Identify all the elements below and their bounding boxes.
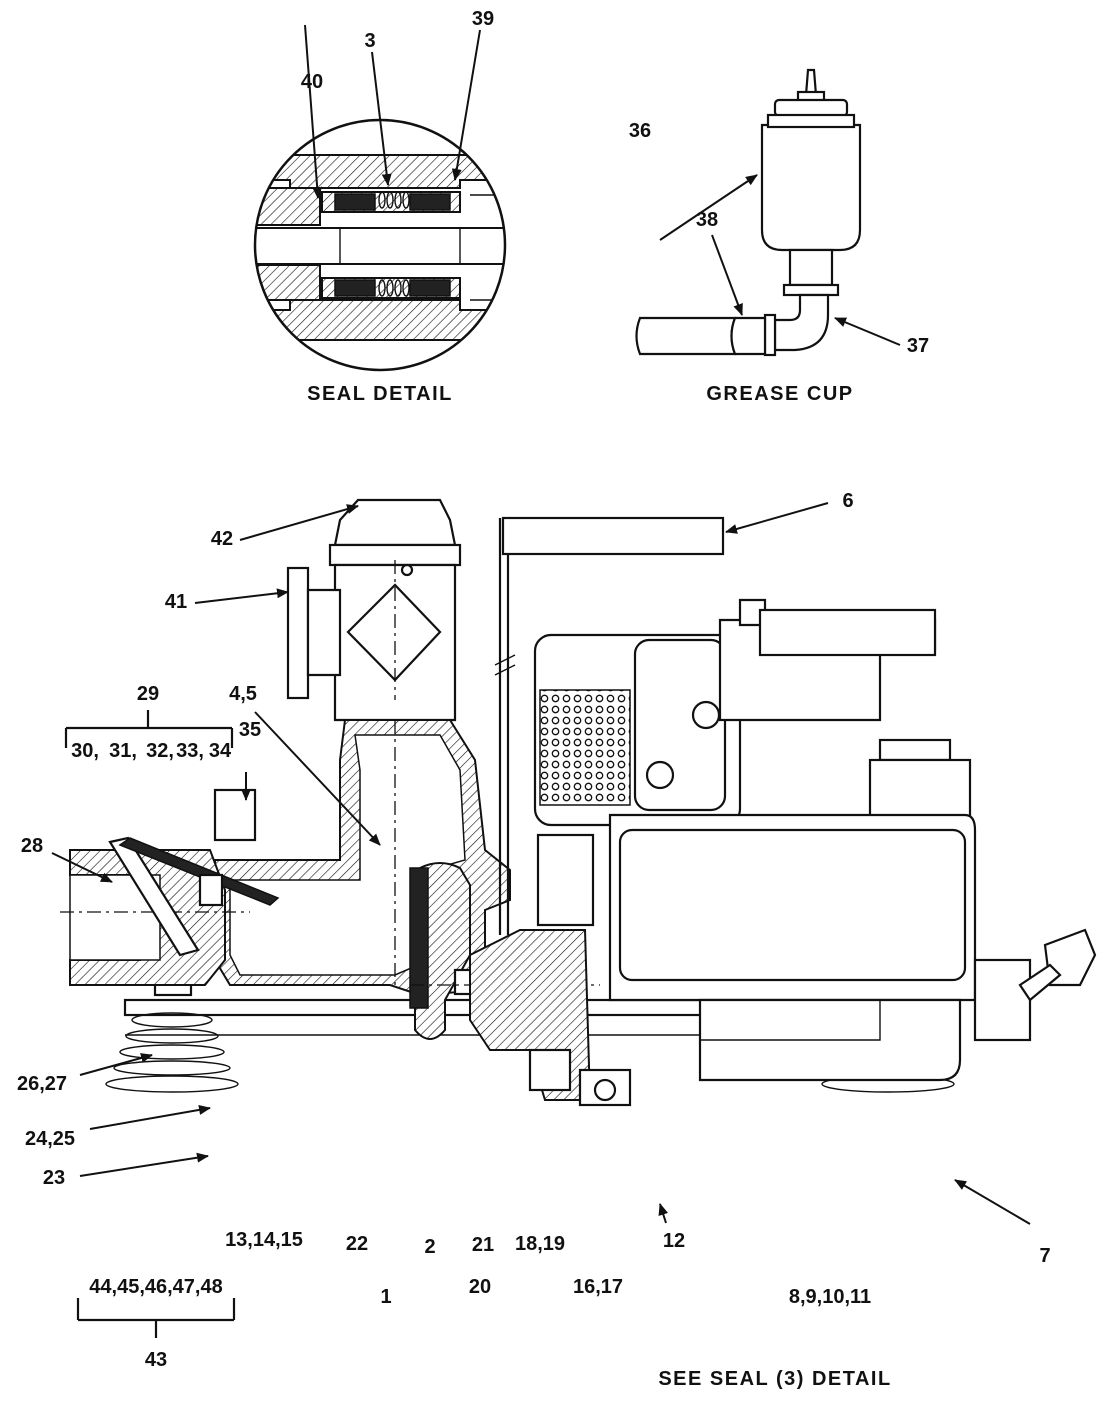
callout-16-17: 16,17 <box>573 1276 623 1298</box>
grease-cup-view <box>635 68 901 357</box>
callout-3: 3 <box>364 30 375 52</box>
callout-21: 21 <box>472 1234 494 1256</box>
callout-44-48: 44,45,46,47,48 <box>89 1276 222 1298</box>
callout-bracket-43 <box>76 1298 236 1338</box>
callout-23: 23 <box>43 1167 65 1189</box>
callout-24-25: 24,25 <box>25 1128 75 1150</box>
grease-cup-caption: GREASE CUP <box>706 383 853 405</box>
main-assembly-view <box>51 498 1097 1225</box>
callout-29: 29 <box>137 683 159 705</box>
seal-detail-caption: SEAL DETAIL <box>307 383 453 405</box>
callout-18-19: 18,19 <box>515 1233 565 1255</box>
callout-22: 22 <box>346 1233 368 1255</box>
see-seal-detail-caption: SEE SEAL (3) DETAIL <box>658 1368 891 1390</box>
callout-35: 35 <box>239 719 261 741</box>
callout-2: 2 <box>424 1236 435 1258</box>
callout-32: 32, <box>146 740 174 762</box>
callout-26-27: 26,27 <box>17 1073 67 1095</box>
callout-42: 42 <box>211 528 233 550</box>
callout-8-11: 8,9,10,11 <box>789 1286 871 1308</box>
callout-7: 7 <box>1039 1245 1050 1267</box>
callout-31: 31, <box>109 740 137 762</box>
callout-40: 40 <box>301 71 323 93</box>
callout-28: 28 <box>21 835 43 857</box>
callout-37: 37 <box>907 335 929 357</box>
callout-4-5: 4,5 <box>229 683 257 705</box>
callout-33: 33, <box>176 740 204 762</box>
callout-43: 43 <box>145 1349 167 1371</box>
callout-13-15: 13,14,15 <box>225 1229 303 1251</box>
callout-34: 34 <box>209 740 232 762</box>
callout-1: 1 <box>380 1286 391 1308</box>
callout-38: 38 <box>696 209 718 231</box>
callout-12: 12 <box>663 1230 685 1252</box>
callout-41: 41 <box>165 591 187 613</box>
callout-36: 36 <box>629 120 651 142</box>
callout-20: 20 <box>469 1276 491 1298</box>
callout-bracket-29 <box>64 710 234 748</box>
seal-detail-view <box>253 24 507 372</box>
callout-39: 39 <box>472 8 494 30</box>
callout-6: 6 <box>842 490 853 512</box>
callout-30: 30, <box>71 740 99 762</box>
